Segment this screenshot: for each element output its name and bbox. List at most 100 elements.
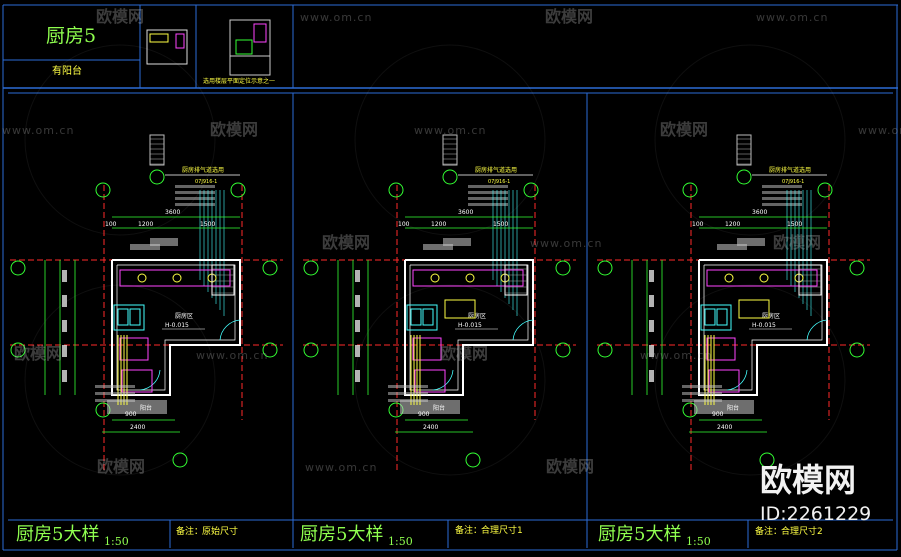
counter-top (706, 269, 818, 287)
axis-bubble (303, 342, 319, 358)
sink-basin (704, 308, 716, 326)
dim-text-box (443, 238, 471, 246)
dim-overall: 3600 (458, 209, 473, 216)
panel-2-scale: 1:50 (388, 535, 413, 548)
dim-right: 1500 (493, 221, 508, 228)
keyplan-caption: 选用楼层平面定位示意之一 (203, 78, 276, 85)
keyplan-outline (229, 19, 271, 76)
room-level: H-0.015 (752, 322, 776, 329)
sink-basin (129, 308, 141, 326)
sink-basin (117, 308, 129, 326)
watermark-ring (24, 44, 216, 236)
note-bar (95, 392, 135, 395)
axis-bubble (172, 452, 188, 468)
watermark-brand: 欧模网 (546, 457, 595, 476)
watermark-brand: 欧模网 (14, 344, 63, 363)
balcony-hatch (107, 400, 167, 414)
sink-basin (422, 308, 434, 326)
dim-bottom: 900 (418, 411, 430, 418)
washer (414, 369, 446, 393)
dim-bottom: 900 (712, 411, 724, 418)
note-bar (388, 385, 428, 388)
mini-fridge (175, 33, 185, 49)
door-swing (806, 319, 828, 341)
axis-bubble (10, 260, 26, 276)
note-bar (468, 203, 508, 206)
dim-text-box (737, 238, 765, 246)
axis-bubble (303, 260, 319, 276)
flue-code: 07J916-1 (782, 179, 804, 185)
dim-tick-label (355, 270, 360, 282)
stove-burner (759, 273, 769, 283)
note-bar (468, 197, 508, 200)
dim-text-box (717, 244, 747, 250)
dim-side: 100 (692, 221, 704, 228)
fridge (412, 337, 442, 361)
dim-tick-label (355, 345, 360, 357)
note-bar (175, 191, 215, 194)
note-bar (762, 191, 802, 194)
panel-3-note: 备注： (755, 527, 783, 537)
note-bar (175, 185, 215, 188)
axis-bubble (849, 260, 865, 276)
dim-tick-label (62, 295, 67, 307)
dim-bottom-total: 2400 (717, 424, 732, 431)
panel-1-title: 厨房5大样 (16, 524, 100, 545)
flue-shaft (798, 264, 822, 296)
dim-left: 1200 (431, 221, 446, 228)
flue-column (736, 134, 752, 166)
watermark-site: www.om.cn (640, 349, 713, 362)
watermark-site: www.om.cn (305, 461, 378, 474)
dim-text-box (130, 244, 160, 250)
door-swing (432, 369, 454, 391)
watermark-site: www.om.cn (2, 124, 75, 137)
axis-bubble (95, 182, 111, 198)
room-name: 厨房区 (762, 312, 780, 320)
balcony-hatch (400, 400, 460, 414)
sink (406, 304, 438, 331)
sink (700, 304, 732, 331)
watermark-brand: 欧模网 (97, 457, 146, 476)
dim-bottom-total: 2400 (423, 424, 438, 431)
dim-right: 1500 (787, 221, 802, 228)
room-name: 厨房区 (468, 312, 486, 320)
flue-column (442, 134, 458, 166)
stove-burner (137, 273, 147, 283)
keyplan-highlight (253, 23, 267, 43)
stove-burner (724, 273, 734, 283)
dim-side: 100 (398, 221, 410, 228)
stove-burner (172, 273, 182, 283)
room-level: H-0.015 (458, 322, 482, 329)
note-bar (95, 385, 135, 388)
flue-code: 07J916-1 (488, 179, 510, 185)
axis-bubble (230, 182, 246, 198)
counter-top (119, 269, 231, 287)
room-level: H-0.015 (165, 322, 189, 329)
watermark-site: www.om.cn (858, 124, 901, 137)
dim-tick-label (355, 320, 360, 332)
dim-overall: 3600 (165, 209, 180, 216)
panel-2-title: 厨房5大样 (300, 524, 384, 545)
counter-top (412, 269, 524, 287)
variant-cabinet (444, 299, 476, 319)
flue-shaft (504, 264, 528, 296)
axis-bubble (10, 342, 26, 358)
note-bar (388, 399, 428, 402)
axis-bubble (682, 182, 698, 198)
panel-3-note-value: 合理尺寸2 (781, 527, 823, 537)
note-bar (682, 399, 722, 402)
watermark-site: www.om.cn (196, 349, 269, 362)
watermark-site: www.om.cn (300, 11, 373, 24)
dim-bottom-total: 2400 (130, 424, 145, 431)
door-swing (512, 319, 534, 341)
room-subtitle: 有阳台 (52, 66, 82, 77)
keyplan-room (235, 39, 253, 55)
dim-tick-label (649, 370, 654, 382)
kitchen-wall-inner (409, 264, 529, 391)
dim-side: 100 (105, 221, 117, 228)
dim-text-box (150, 238, 178, 246)
axis-bubble (523, 182, 539, 198)
axis-bubble (817, 182, 833, 198)
stove-burner (430, 273, 440, 283)
